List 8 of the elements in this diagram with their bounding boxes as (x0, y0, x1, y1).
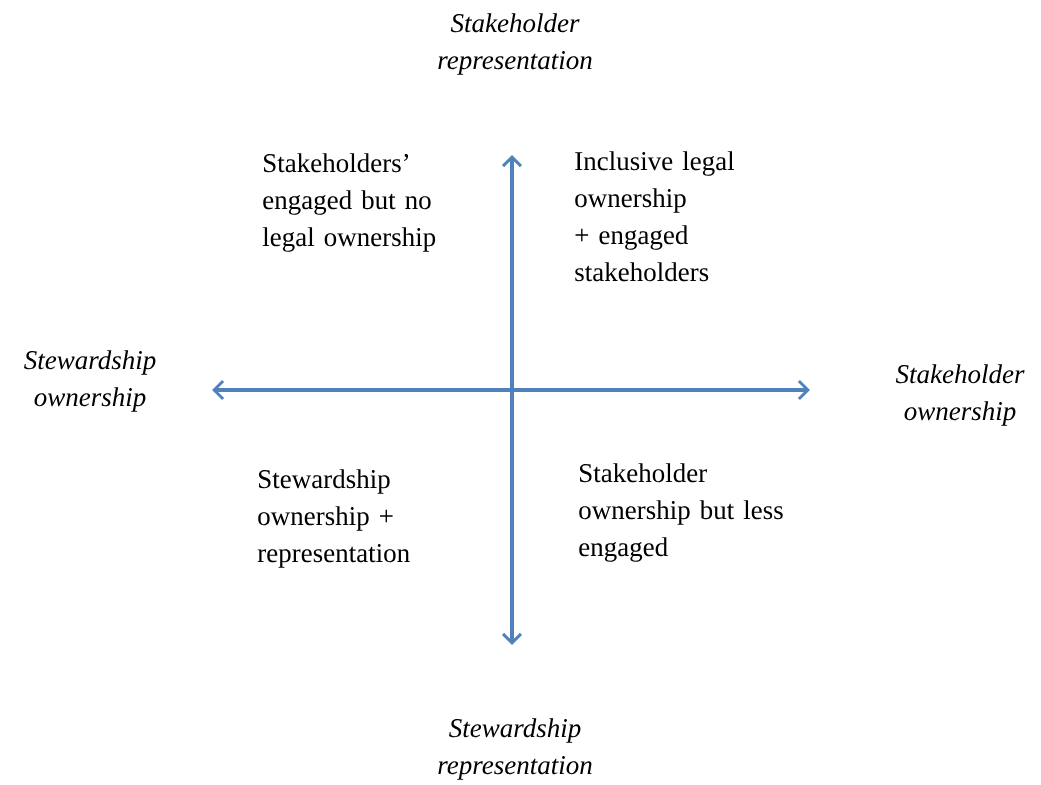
quadrant-text: Stewardship ownership + representation (257, 469, 410, 568)
axis-label: Stakeholder ownership (895, 364, 1025, 426)
axis-label: Stewardship representation (438, 718, 592, 780)
axis-label: Stewardship ownership (24, 350, 156, 412)
quadrant-text: Stakeholder ownership but less engaged (579, 463, 783, 562)
quadrant-text: Inclusive legal ownership + engaged stakeholders (575, 151, 735, 282)
quadrant-text: Stakeholders’ engaged but no legal ownership (262, 153, 436, 252)
axis-label: Stakeholder representation (438, 13, 592, 75)
